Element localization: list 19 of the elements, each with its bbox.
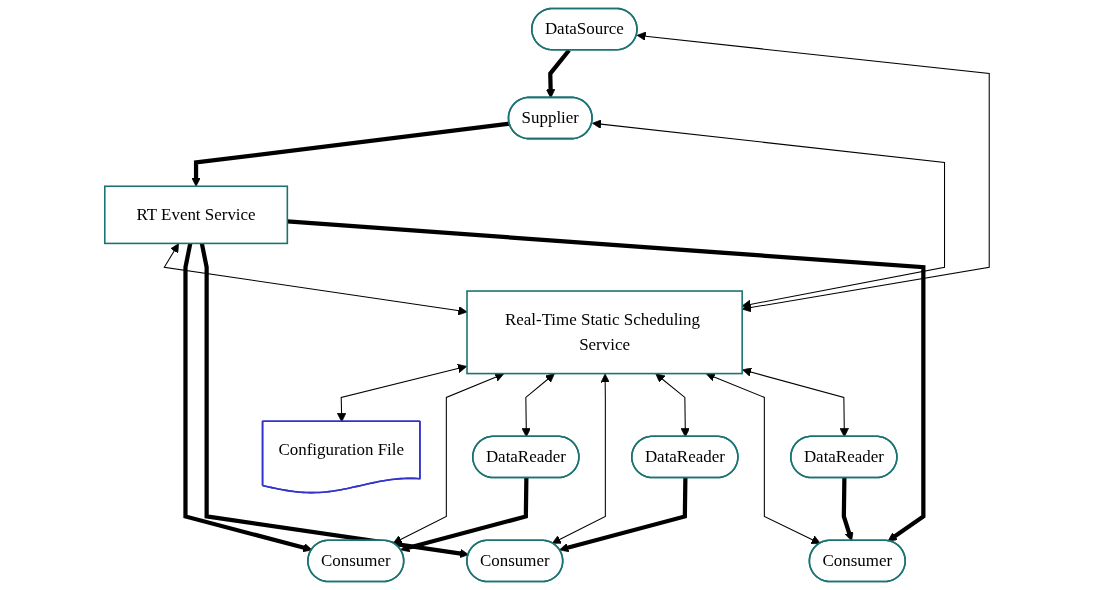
arrow: [636, 31, 990, 313]
arrow: [551, 373, 610, 544]
arrow: [545, 48, 571, 99]
arrow: [592, 119, 946, 309]
arrow: [183, 243, 313, 553]
arrow: [841, 478, 854, 542]
arrow: [287, 219, 926, 542]
arrow: [655, 373, 690, 438]
node-box: RT Event Service: [104, 185, 289, 245]
arrow: [705, 372, 821, 545]
arrow: [392, 372, 505, 544]
arrow: [163, 243, 468, 316]
arrow: [191, 121, 510, 187]
arrow: [521, 373, 555, 438]
arrow: [400, 478, 529, 553]
arrow: [742, 367, 849, 438]
arrow: [559, 478, 688, 553]
node-box: Real-Time Static Scheduling Service: [466, 290, 743, 375]
arrow: [199, 243, 469, 559]
